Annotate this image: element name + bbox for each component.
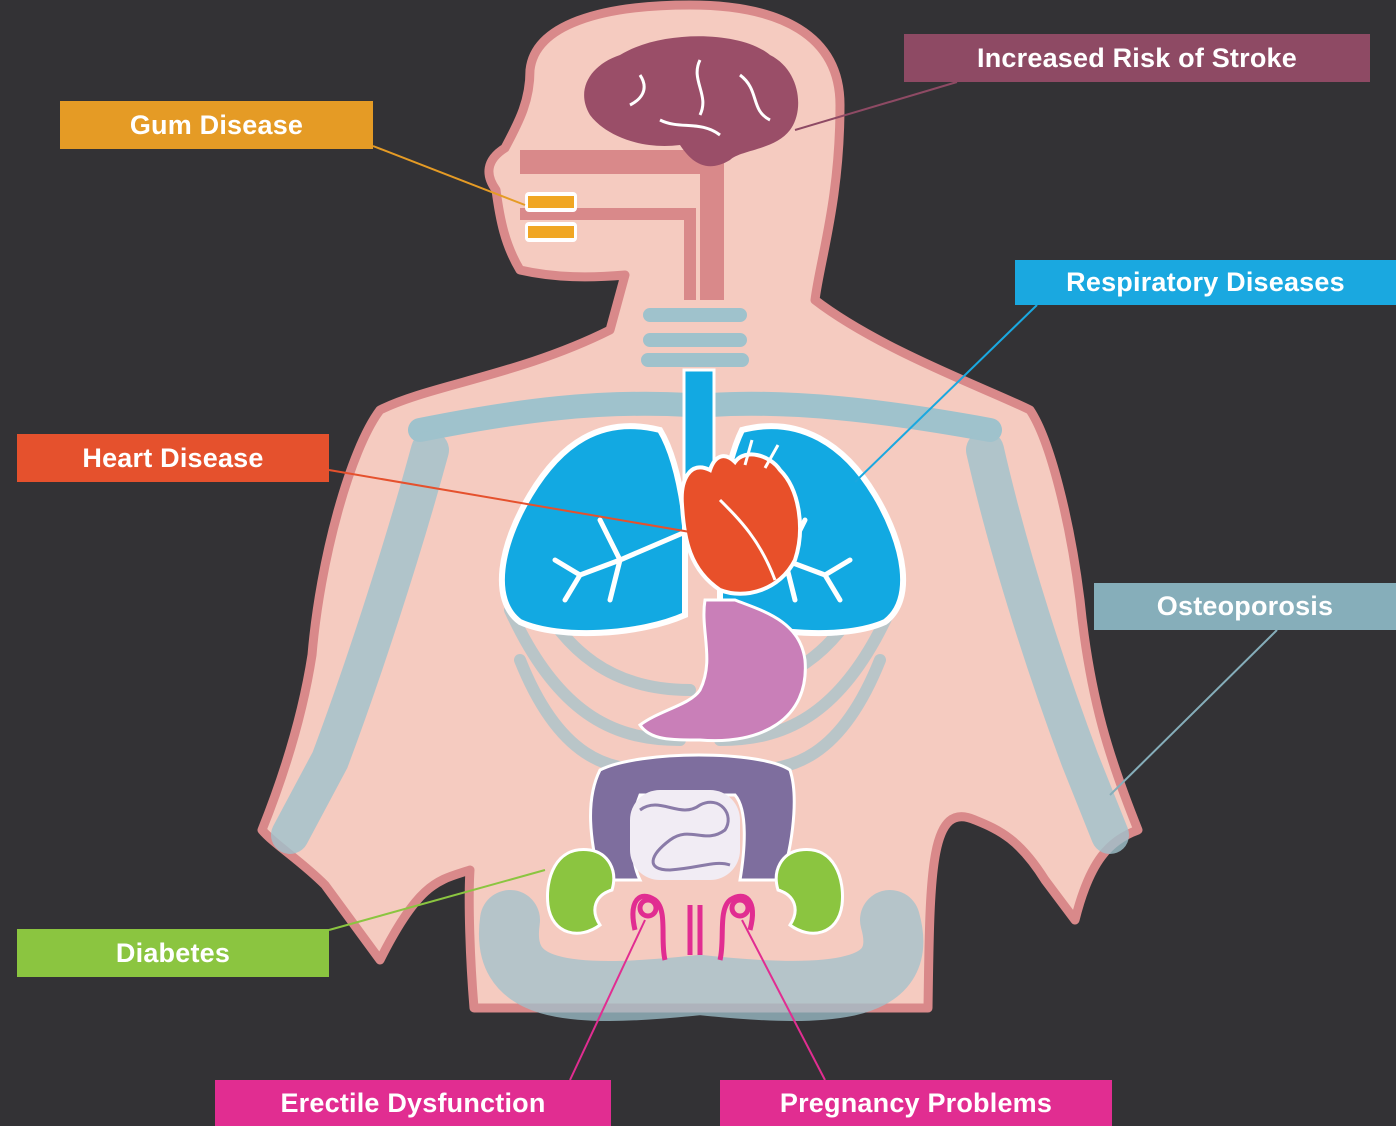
label-pregnancy-problems: Pregnancy Problems xyxy=(720,1080,1112,1126)
label-increased-risk-of-stroke: Increased Risk of Stroke xyxy=(904,34,1370,82)
small-intestine xyxy=(630,790,740,880)
label-respiratory-diseases: Respiratory Diseases xyxy=(1015,260,1396,305)
label-erectile-dysfunction: Erectile Dysfunction xyxy=(215,1080,611,1126)
label-gum-disease: Gum Disease xyxy=(60,101,373,149)
label-diabetes: Diabetes xyxy=(17,929,329,977)
label-heart-disease: Heart Disease xyxy=(17,434,329,482)
label-osteoporosis: Osteoporosis xyxy=(1094,583,1396,630)
